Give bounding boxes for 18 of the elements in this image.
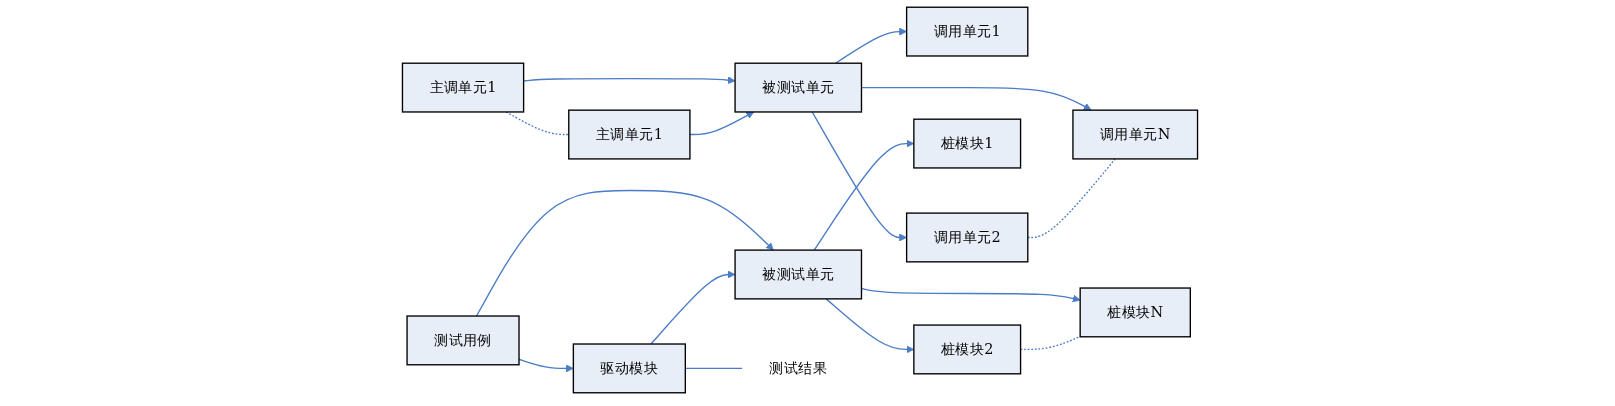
node-box: 被测试单元 [734, 62, 863, 113]
node-box: 驱动模块 [572, 343, 686, 394]
node-box: 调用单元1 [905, 6, 1029, 57]
arrow [834, 27, 907, 64]
arrow [811, 111, 907, 242]
arrow [650, 270, 736, 345]
node-box: 桩模块1 [913, 118, 1022, 169]
node-box: 被测试单元 [734, 249, 863, 300]
node-box: 主调单元1 [568, 109, 691, 160]
node-box: 桩模块2 [913, 324, 1022, 375]
arrow [475, 189, 774, 317]
arrow [689, 111, 755, 136]
node-box: 主调单元1 [401, 62, 525, 113]
node-box: 桩模块N [1079, 287, 1191, 338]
node-box: 测试用例 [406, 315, 520, 366]
node-box: 调用单元2 [905, 212, 1029, 263]
node-box: 调用单元N [1072, 109, 1199, 160]
node-text: 测试结果 [769, 359, 828, 377]
